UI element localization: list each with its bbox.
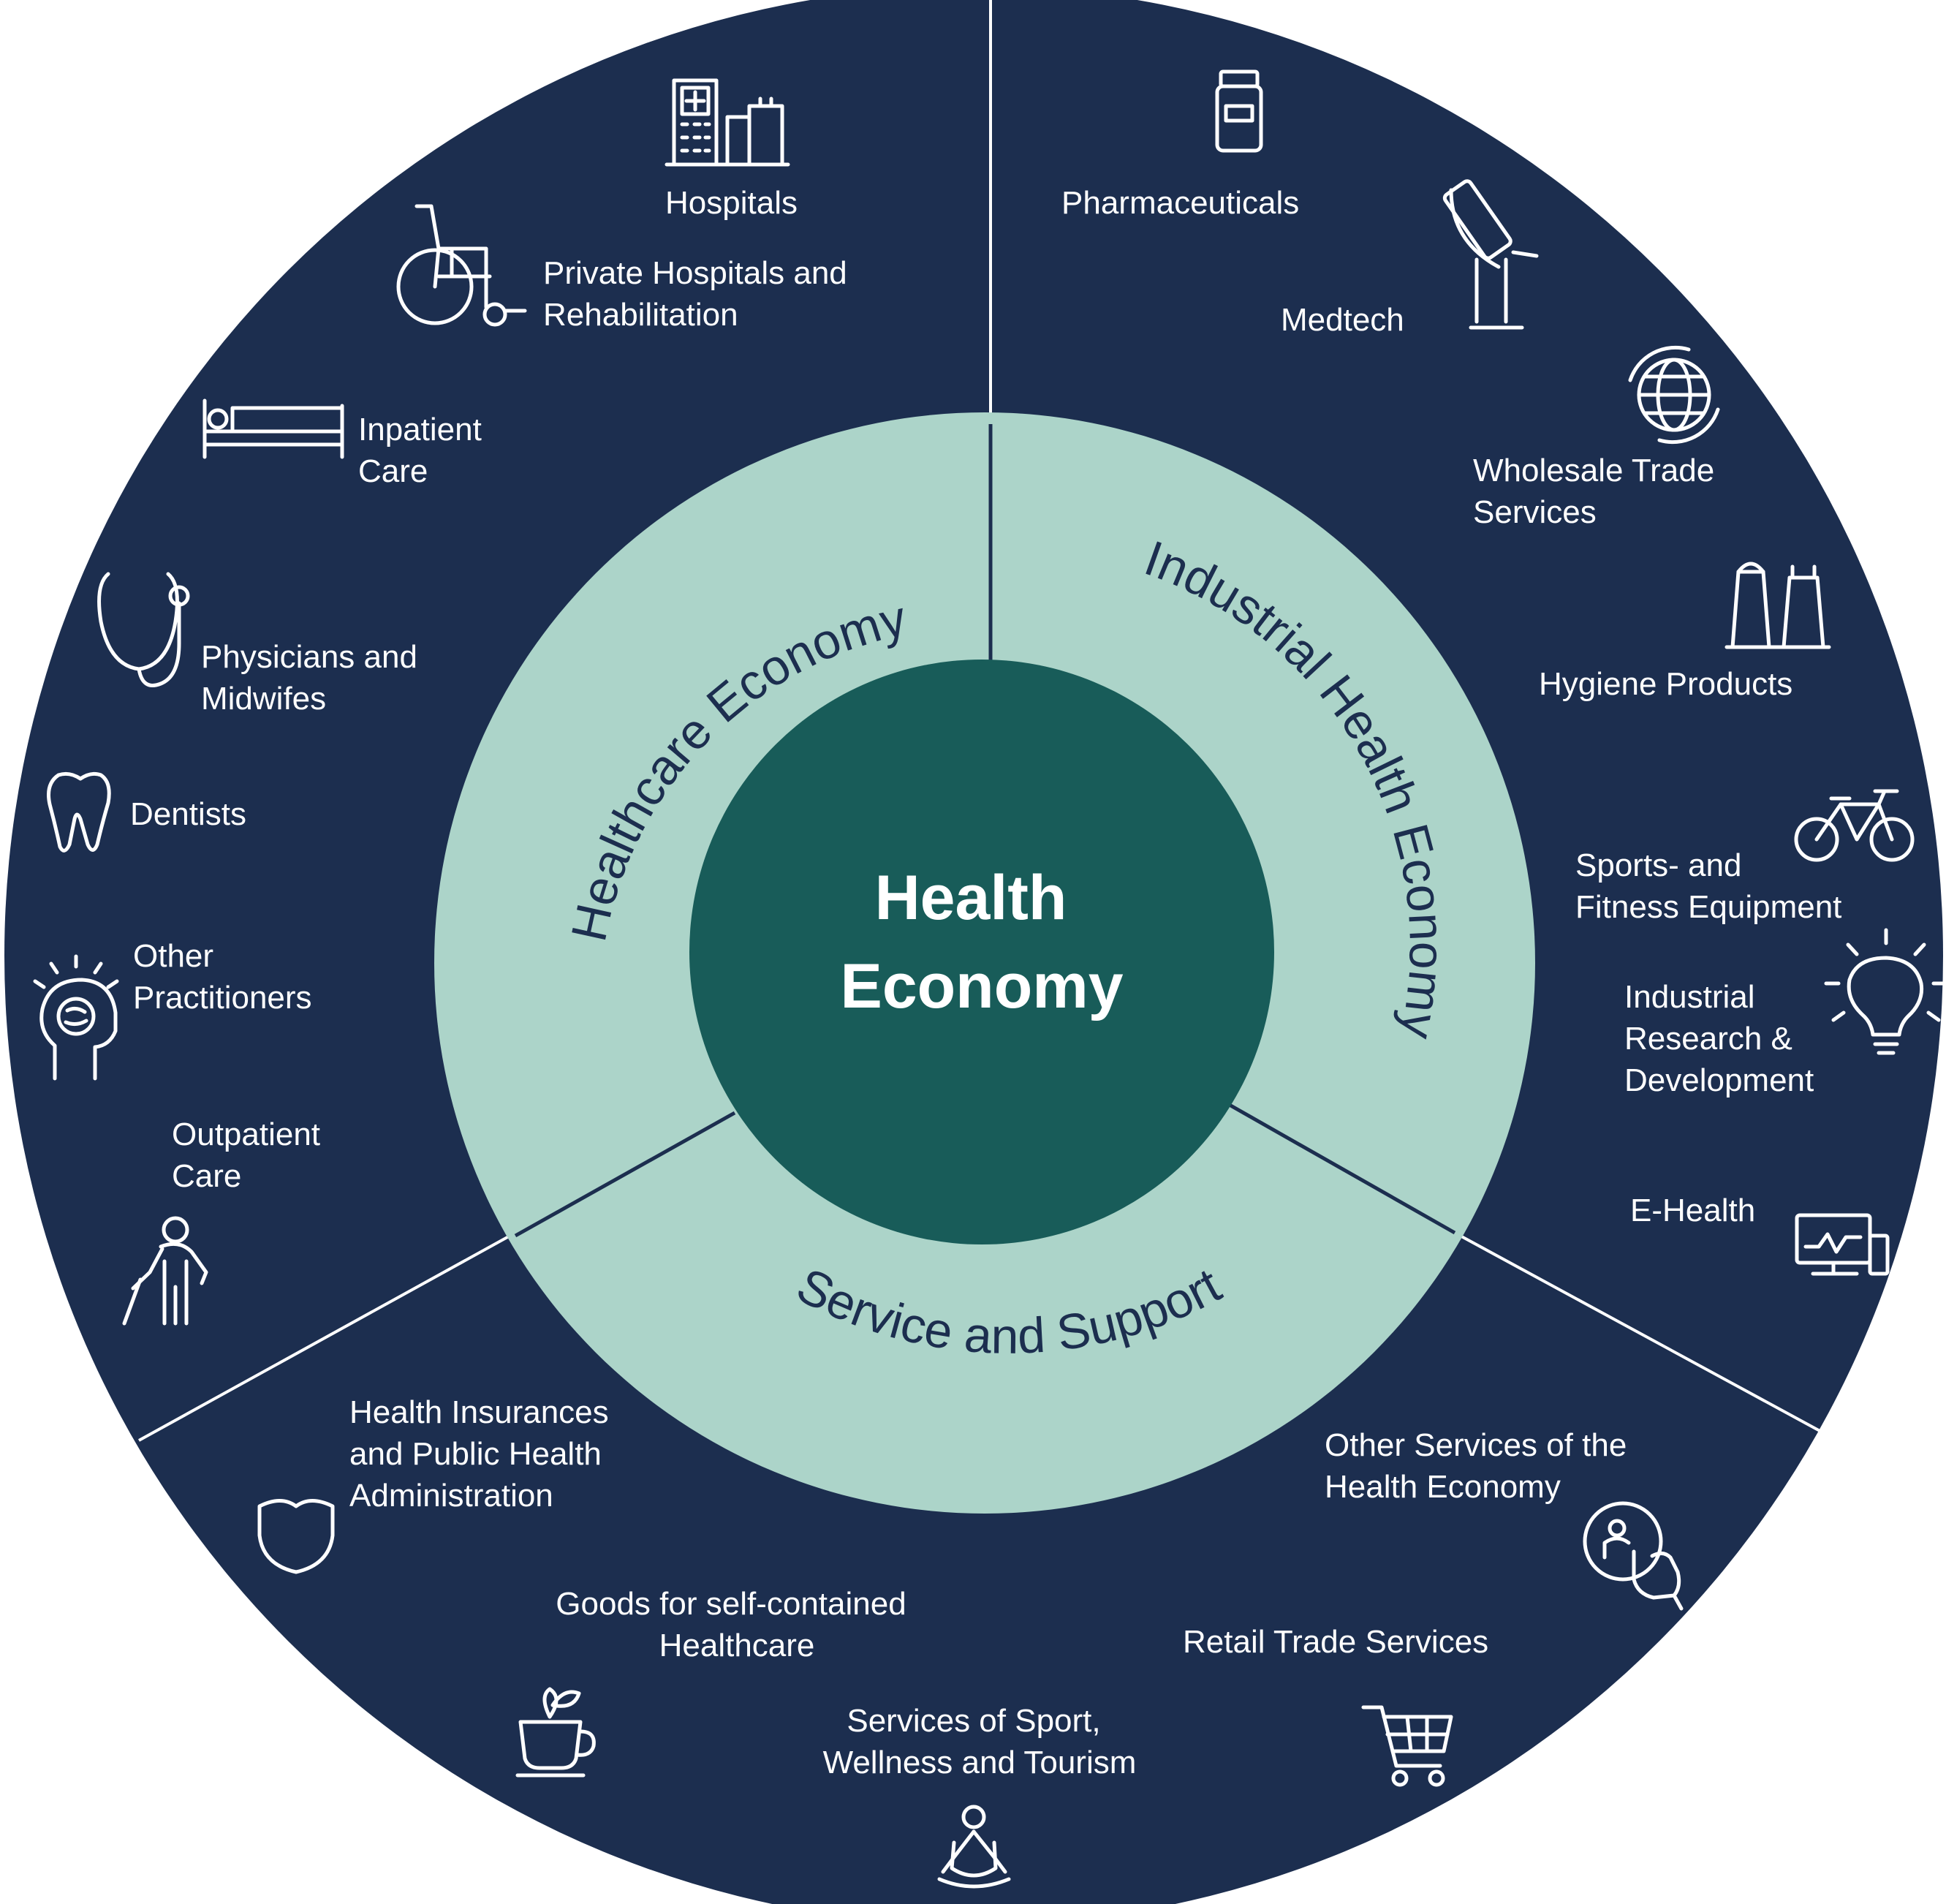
item-dentists: Dentists [47,771,246,853]
item-retail: Retail Trade Services [1183,1624,1488,1787]
globe-icon [1628,345,1720,445]
head-brain-icon [33,954,119,1081]
shopping-cart-icon [1361,1705,1453,1787]
microscope-icon [1442,179,1539,330]
ring-divider-right [1227,1102,1456,1235]
item-sport-services: Services of Sport,Wellness and Tourism [823,1703,1137,1889]
label-ehealth: E-Health [1630,1193,1755,1228]
meditation-icon [937,1805,1011,1889]
label-pharmaceuticals: Pharmaceuticals [1061,185,1299,221]
medicine-bottle-icon [1215,69,1263,153]
center-title-line1: Health [875,863,1067,933]
divider-lower-left [138,1231,516,1442]
item-hospitals: Hospitals [665,78,798,221]
center-circle [689,660,1274,1244]
center-title-line2: Economy [840,951,1123,1021]
hospital-bed-icon [202,398,344,459]
monitor-chart-icon [1795,1213,1890,1276]
item-hygiene: Hygiene Products [1539,562,1831,702]
shield-icon [257,1499,335,1574]
tooth-icon [47,771,111,853]
item-pharmaceuticals: Pharmaceuticals [1061,69,1299,221]
label-sport-services: Services of Sport,Wellness and Tourism [823,1703,1137,1780]
divider-lower-right [1454,1231,1825,1435]
factory-icon [1724,562,1831,649]
tea-cup-leaf-icon [515,1687,596,1778]
bicycle-icon [1794,789,1915,862]
hospital-building-icon [665,78,790,167]
elderly-person-cane-icon [122,1216,208,1326]
label-hygiene: Hygiene Products [1539,666,1792,702]
wheelchair-icon [396,204,527,327]
ring-divider-left [514,1111,736,1238]
label-medtech: Medtech [1281,302,1404,338]
light-bulb-icon [1824,928,1946,1055]
label-retail: Retail Trade Services [1183,1624,1488,1660]
label-hospitals: Hospitals [665,185,798,221]
label-dentists: Dentists [130,796,246,832]
stethoscope-icon [97,572,190,687]
touch-support-icon [1583,1501,1684,1611]
item-ehealth: E-Health [1630,1193,1890,1276]
item-medtech: Medtech [1281,179,1539,338]
